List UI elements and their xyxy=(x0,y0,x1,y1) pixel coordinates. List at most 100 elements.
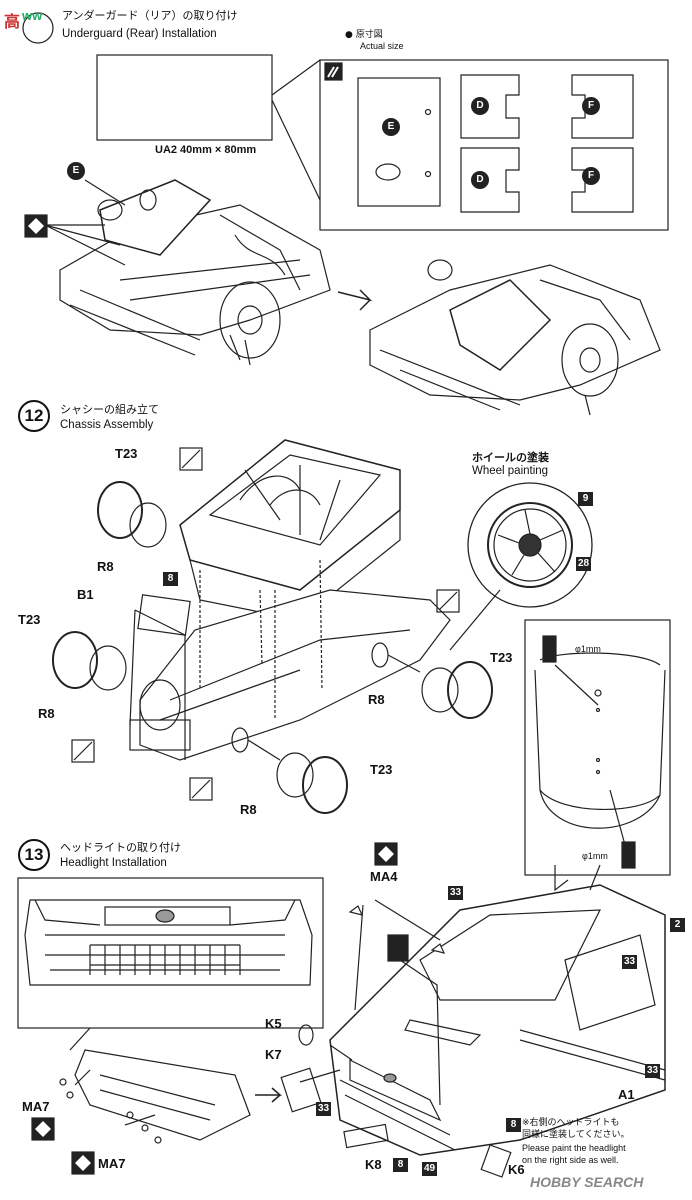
paint-color-33-b: 33 xyxy=(622,955,637,969)
front-bumper-detail xyxy=(24,899,313,986)
label-ma7-left: MA7 xyxy=(22,1099,50,1114)
actual-size-box xyxy=(319,59,669,231)
assembly-guides xyxy=(199,559,323,720)
tires xyxy=(52,481,493,814)
label-k8: K8 xyxy=(365,1157,382,1172)
drill-hole-b: φ1mm xyxy=(582,851,608,861)
note-en-2: on the right side as well. xyxy=(522,1155,619,1165)
roof-outline xyxy=(534,652,666,846)
headlight-detail-box xyxy=(17,877,324,1029)
car-body xyxy=(329,884,666,1156)
template-f1 xyxy=(571,74,634,139)
drill-bit-icon-b xyxy=(621,841,636,869)
watermark-top-url: ww xyxy=(22,8,43,23)
template-f2 xyxy=(571,147,634,213)
template-f2-badge: F xyxy=(582,167,600,185)
diamond-leader xyxy=(44,224,126,266)
template-d1-badge: D xyxy=(471,97,489,115)
step13-title-en: Headlight Installation xyxy=(60,857,167,869)
roof-drill-box xyxy=(524,619,671,876)
diamond-inner xyxy=(28,218,394,1171)
wheel-painting-title-jp: ホイールの塗装 xyxy=(472,451,549,464)
ma7-parts xyxy=(59,1078,162,1144)
rear-chassis-left xyxy=(59,179,331,366)
detail-tail xyxy=(69,1027,91,1051)
wheel-painting xyxy=(487,502,573,588)
template-d1 xyxy=(460,74,520,139)
step13-title-jp: ヘッドライトの取り付け xyxy=(60,841,181,854)
step11-title-jp: アンダーガード（リア）の取り付け xyxy=(62,9,238,22)
roof-callout xyxy=(554,864,601,892)
e-leader xyxy=(84,179,126,206)
step11-arrow xyxy=(337,289,373,311)
part-k6 xyxy=(480,1144,512,1178)
label-k7: K7 xyxy=(265,1047,282,1062)
template-e-hole xyxy=(375,163,401,181)
label-ma7-bottom: MA7 xyxy=(98,1156,126,1171)
part-e-badge: E xyxy=(67,162,85,180)
part-k7 xyxy=(280,1067,322,1113)
wheel-bubble xyxy=(467,482,593,608)
step12-title-jp: シャシーの組み立て xyxy=(60,403,159,416)
paint-color-8-b1: 8 xyxy=(163,572,178,586)
wheel-bubble-tail xyxy=(449,589,501,651)
paint-color-9: 9 xyxy=(578,492,593,506)
part-b1 xyxy=(137,594,191,636)
front-bumper-small xyxy=(74,1049,251,1141)
step11-title-en: Underguard (Rear) Installation xyxy=(62,28,217,40)
paint-color-2: 2 xyxy=(670,918,685,932)
label-k6: K6 xyxy=(508,1162,525,1177)
wheel-painting-title-en: Wheel painting xyxy=(472,465,549,477)
step12-title-en: Chassis Assembly xyxy=(60,419,154,431)
label-r8-right: R8 xyxy=(368,692,385,707)
label-k5: K5 xyxy=(265,1016,282,1031)
k5-k7-leaders xyxy=(299,1044,353,1083)
drill-bit-icon-a xyxy=(542,635,557,663)
label-ma4: MA4 xyxy=(370,869,398,884)
paint-color-28: 28 xyxy=(576,557,591,571)
label-r8-top: R8 xyxy=(97,559,114,574)
label-r8-left: R8 xyxy=(38,706,55,721)
template-d2 xyxy=(460,147,520,213)
actual-size-jp: ● 原寸図 xyxy=(345,30,383,40)
drill-bit-icon-c xyxy=(387,934,409,962)
part-ma4-b xyxy=(430,943,446,954)
paint-color-33-a: 33 xyxy=(448,886,463,900)
ma7-leaders xyxy=(74,1069,156,1126)
body-shell xyxy=(179,439,401,621)
drill-hole-a: φ1mm xyxy=(575,644,601,654)
decal-icon xyxy=(324,62,343,81)
label-b1: B1 xyxy=(77,587,94,602)
label-t23-right: T23 xyxy=(490,650,513,665)
drill-leader xyxy=(399,959,441,1106)
part-size-label: UA2 40mm × 80mm xyxy=(155,144,257,156)
rear-chassis-right xyxy=(369,259,661,416)
chassis-floor xyxy=(129,589,451,761)
label-r8-bottom: R8 xyxy=(240,802,257,817)
template-d2-badge: D xyxy=(471,171,489,189)
paint-icons xyxy=(71,447,460,801)
label-t23-bottom: T23 xyxy=(370,762,393,777)
paint-color-49: 49 xyxy=(422,1162,437,1176)
step13-number: 13 xyxy=(18,839,50,871)
template-e-badge: E xyxy=(382,118,400,136)
underguard-sheet-outline xyxy=(96,54,273,141)
watermark-bottom: HOBBY SEARCH xyxy=(530,1174,644,1190)
label-t23-left: T23 xyxy=(18,612,41,627)
part-k8 xyxy=(343,1123,389,1149)
template-e xyxy=(357,77,441,207)
part-ma4-a xyxy=(348,905,364,916)
label-t23-top: T23 xyxy=(115,446,138,461)
part-k5 xyxy=(298,1024,314,1046)
paint-color-33-d: 33 xyxy=(316,1102,331,1116)
note-en-1: Please paint the headlight xyxy=(522,1143,626,1153)
callout-lines xyxy=(271,59,321,201)
note-jp-1: ※右側のヘッドライトも xyxy=(522,1118,620,1128)
ma4-leaders xyxy=(354,899,441,1011)
template-f1-badge: F xyxy=(582,97,600,115)
paint-color-8-a: 8 xyxy=(506,1118,521,1132)
step12-number: 12 xyxy=(18,400,50,432)
label-a1: A1 xyxy=(618,1087,635,1102)
